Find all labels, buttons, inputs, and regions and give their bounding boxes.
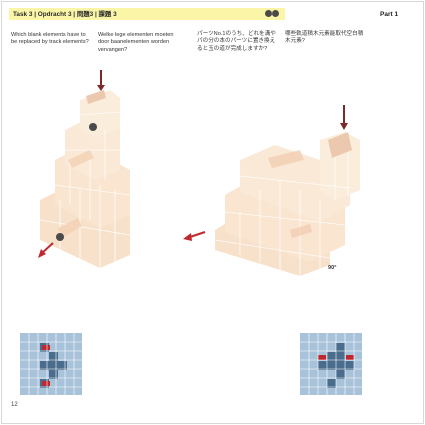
exit-arrow-right <box>189 231 206 238</box>
question-chinese: 哪些軌道積木元素能取代空白積木元素? <box>285 31 364 45</box>
left-block-tower <box>39 90 131 268</box>
right-block-tower <box>214 132 360 276</box>
marble-icon <box>56 233 64 241</box>
marble-icon <box>89 123 97 131</box>
part-label: Part 1 <box>380 11 399 18</box>
rotation-label: 90° <box>328 265 337 271</box>
left-grid-map <box>20 333 82 395</box>
exit-arrow-left <box>41 242 54 254</box>
question-japanese: パーツNo.1のうち、どれを溝やパの分の本のパーツに置き換えると玉の道が完成しま… <box>197 31 276 52</box>
marble-icon <box>265 10 272 17</box>
task-title: Task 3 | Opdracht 3 | 問題3 | 課題 3 <box>13 11 117 18</box>
marble-icon <box>272 10 279 17</box>
header-bar <box>9 8 285 20</box>
question-dutch: Welke lege elementen moeten door baanele… <box>98 32 174 53</box>
page-number: 12 <box>11 402 18 408</box>
right-grid-map <box>300 333 362 395</box>
question-english: Which blank elements have to be replaced… <box>11 32 89 46</box>
